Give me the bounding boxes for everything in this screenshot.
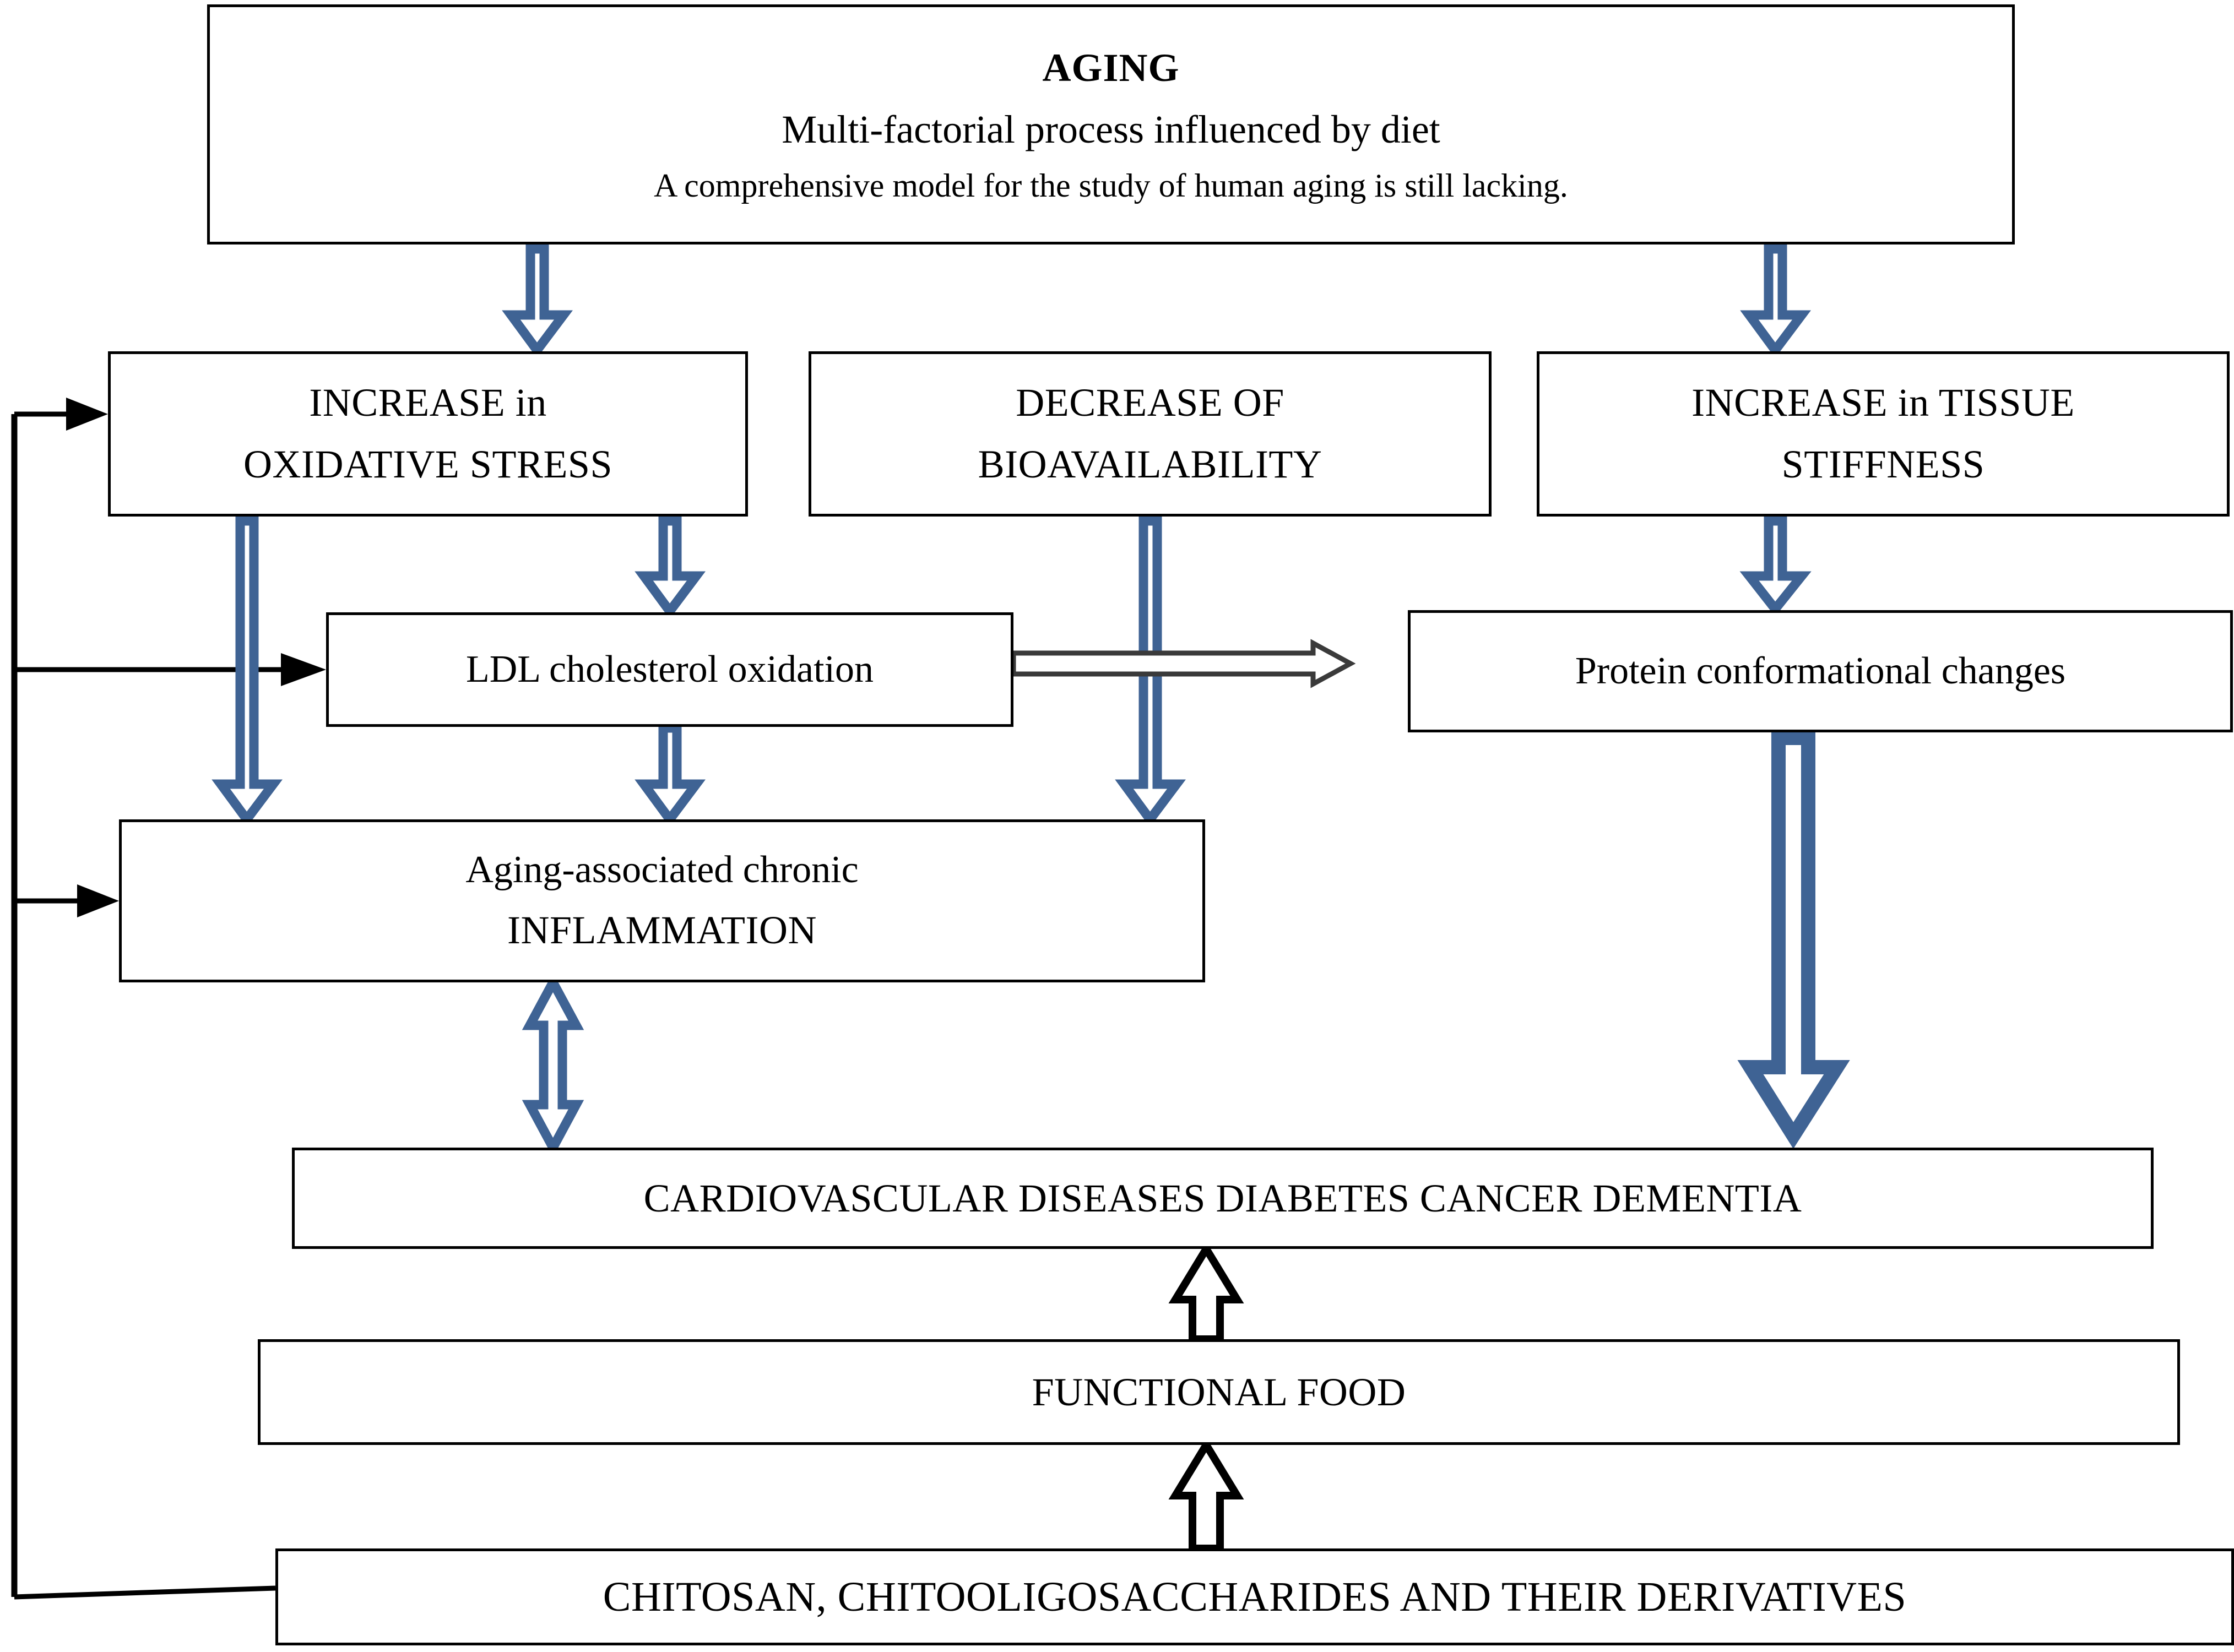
node-oxidative-stress[interactable]: INCREASE in OXIDATIVE STRESS	[108, 351, 748, 517]
node-protein-changes[interactable]: Protein conformational changes	[1408, 610, 2233, 732]
arrow-ldl-to-protein	[1011, 639, 1356, 688]
arrow-tissue-stiffness-to-protein	[1739, 516, 1812, 617]
node-ldl-oxidation-label: LDL cholesterol oxidation	[466, 648, 874, 691]
node-functional-food-label: FUNCTIONAL FOOD	[1032, 1370, 1406, 1414]
feedback-rail-group	[11, 411, 315, 1600]
feedback-arrowheads	[66, 398, 326, 917]
feedback-line-from-chitosan	[14, 1585, 276, 1600]
node-oxidative-stress-line1: INCREASE in	[309, 381, 547, 425]
node-tissue-stiffness[interactable]: INCREASE in TISSUE STIFFNESS	[1537, 351, 2230, 517]
node-inflammation-line1: Aging-associated chronic	[465, 848, 859, 891]
arrow-functional-food-to-diseases	[1168, 1241, 1244, 1343]
arrow-inflammation-to-diseases-double	[522, 972, 584, 1158]
arrow-oxidative-stress-to-ldl	[635, 516, 706, 620]
arrow-chitosan-to-functional-food	[1168, 1437, 1244, 1552]
node-tissue-stiffness-line1: INCREASE in TISSUE	[1691, 381, 2075, 425]
node-bioavailability[interactable]: DECREASE OF BIOAVAILABILITY	[809, 351, 1492, 517]
node-aging[interactable]: AGING Multi-factorial process influenced…	[207, 4, 2015, 244]
node-oxidative-stress-line2: OXIDATIVE STRESS	[243, 442, 613, 486]
node-tissue-stiffness-line2: STIFFNESS	[1781, 442, 1985, 486]
node-inflammation-line2: INFLAMMATION	[507, 908, 817, 953]
arrowhead-to-ldl	[281, 653, 326, 686]
arrow-oxidative-stress-to-inflammation	[212, 516, 283, 828]
ldl-to-protein-connector	[1011, 639, 1356, 688]
arrow-aging-to-oxidative-stress	[502, 244, 573, 358]
arrow-protein-to-diseases	[1737, 731, 1850, 1149]
node-bioavailability-line2: BIOAVAILABILITY	[978, 442, 1322, 486]
node-aging-heading: AGING	[1042, 45, 1180, 90]
node-chitosan[interactable]: CHITOSAN, CHITOOLIGOSACCHARIDES AND THEI…	[275, 1548, 2234, 1645]
node-aging-subheading: Multi-factorial process influenced by di…	[782, 107, 1440, 151]
node-bioavailability-line1: DECREASE OF	[1016, 381, 1284, 425]
arrow-ldl-to-inflammation	[635, 723, 706, 828]
arrowhead-to-oxidative-stress	[66, 398, 108, 431]
node-diseases[interactable]: CARDIOVASCULAR DISEASES DIABETES CANCER …	[292, 1148, 2154, 1249]
node-diseases-label: CARDIOVASCULAR DISEASES DIABETES CANCER …	[643, 1176, 1802, 1220]
node-functional-food[interactable]: FUNCTIONAL FOOD	[258, 1339, 2180, 1445]
arrowhead-to-inflammation	[77, 884, 119, 917]
node-chitosan-label: CHITOSAN, CHITOOLIGOSACCHARIDES AND THEI…	[603, 1573, 1907, 1620]
node-protein-changes-label: Protein conformational changes	[1575, 650, 2066, 692]
arrow-aging-to-tissue-stiffness	[1740, 244, 1811, 358]
node-inflammation[interactable]: Aging-associated chronic INFLAMMATION	[119, 819, 1205, 982]
node-aging-note: A comprehensive model for the study of h…	[654, 167, 1568, 204]
node-ldl-oxidation[interactable]: LDL cholesterol oxidation	[326, 612, 1013, 727]
blue-block-arrow-wide-group	[1737, 731, 1850, 1149]
